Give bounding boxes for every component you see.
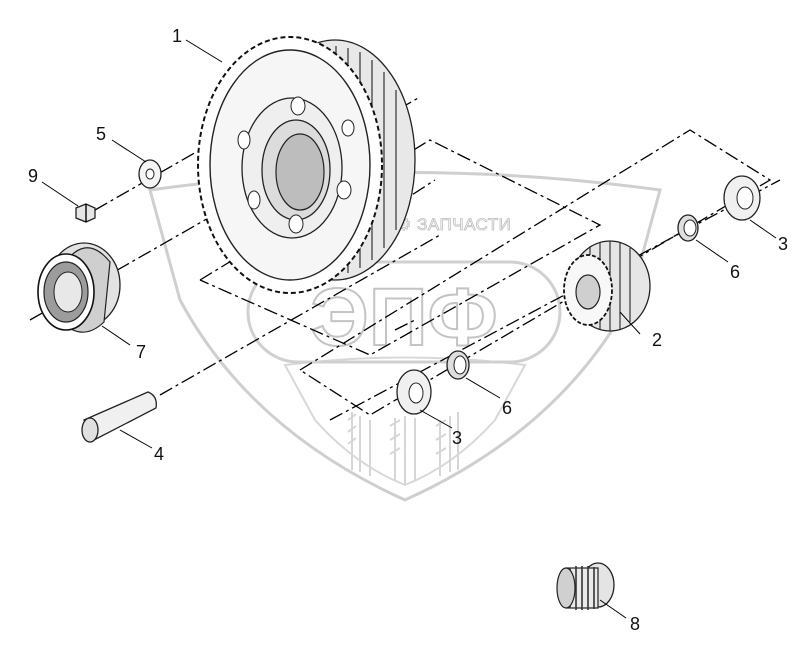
callout-3-lower: 3 bbox=[452, 428, 462, 448]
callout-7: 7 bbox=[136, 342, 146, 362]
callout-labels: 1 2 3 3 4 5 6 6 7 8 9 bbox=[28, 26, 788, 634]
needle-bearing-part-8 bbox=[556, 562, 615, 610]
watermark-logo-text: ЭПФ bbox=[310, 272, 497, 363]
bearing-part-7 bbox=[37, 242, 121, 333]
thrust-washer-part-3-upper bbox=[723, 175, 761, 221]
callout-5: 5 bbox=[96, 124, 106, 144]
spacer-ring-part-6-lower bbox=[446, 350, 470, 380]
callout-4: 4 bbox=[154, 444, 164, 464]
callout-8: 8 bbox=[630, 614, 640, 634]
spacer-ring-part-6-upper bbox=[677, 214, 699, 242]
watermark-oval bbox=[246, 260, 562, 364]
leader-lines bbox=[41, 39, 777, 619]
callout-3-upper: 3 bbox=[778, 234, 788, 254]
large-gear-part-1 bbox=[197, 36, 416, 294]
watermark-wheat-icon bbox=[347, 412, 459, 484]
washer-part-5 bbox=[138, 159, 162, 189]
callout-6-upper: 6 bbox=[730, 262, 740, 282]
callout-2: 2 bbox=[652, 330, 662, 350]
bolt-part-9 bbox=[75, 203, 96, 223]
thrust-washer-part-3-lower bbox=[396, 369, 432, 415]
callout-1: 1 bbox=[172, 26, 182, 46]
pin-part-4 bbox=[81, 391, 157, 443]
callout-9: 9 bbox=[28, 166, 38, 186]
small-gear-part-2 bbox=[563, 240, 651, 332]
callout-6-lower: 6 bbox=[502, 398, 512, 418]
